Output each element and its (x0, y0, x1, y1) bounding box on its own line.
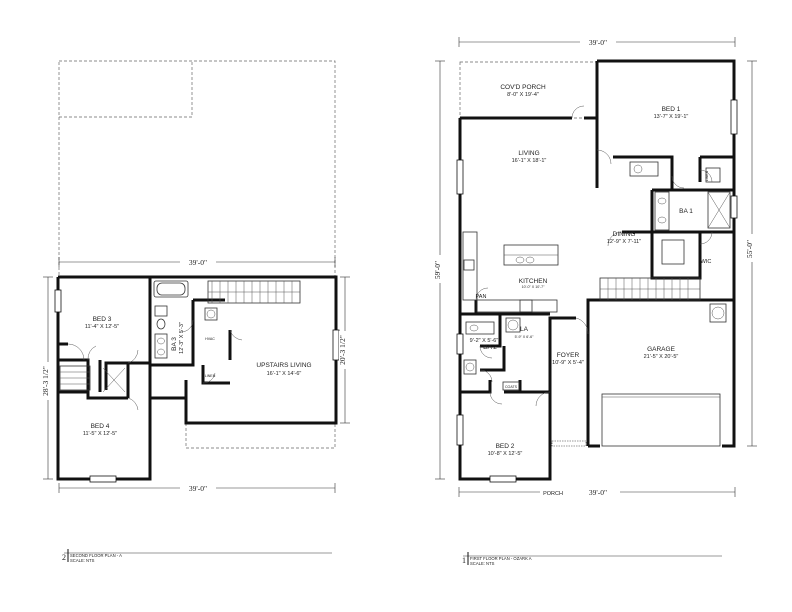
first-bottom-dimension: PORCH 39'-0" (458, 487, 736, 497)
second-linen-label: LINEN (205, 374, 216, 378)
living-label: LIVING (518, 150, 539, 157)
first-top-dimension: 39'-0" (458, 36, 736, 47)
first-top-dimension-label: 39'-0" (589, 38, 607, 47)
second-top-dimension-label: 39'-0" (189, 258, 207, 267)
first-floor-bath-fixtures (463, 161, 731, 375)
first-bottom-dimension-label: 39'-0" (589, 488, 607, 497)
first-floor-walls (458, 59, 736, 481)
laundry-label: LA (520, 326, 529, 333)
second-caption-scale: SCALE: NTS (70, 558, 95, 563)
second-floor-doors (67, 319, 243, 411)
kitchen-fixtures (462, 231, 559, 313)
bed2-label: BED 2 (496, 443, 515, 450)
second-bottom-dimension: 39'-0" (58, 483, 336, 493)
second-bottom-dimension-label: 39'-0" (189, 484, 207, 493)
second-left-dimension-label: 28'-3 1/2" (41, 366, 50, 396)
dining-label: DINING (613, 231, 636, 238)
first-floor-caption: 1 FIRST FLOOR PLAN - OZARK A SCALE: NTS (462, 552, 722, 566)
bed2-size: 10'-8" X 12'-5" (488, 451, 523, 457)
bed4-size: 11'-5" X 12'-5" (83, 431, 117, 437)
ba3-label: BA 3 (171, 337, 178, 351)
bed1-label: BED 1 (662, 106, 681, 113)
second-left-dimension: 28'-3 1/2" (41, 276, 54, 480)
first-left-dimension: 59'-0" (433, 60, 446, 480)
garage-size: 21'-5" X 20'-5" (644, 354, 679, 360)
second-floor-caption: 2 SECOND FLOOR PLAN - A SCALE: NTS (62, 549, 332, 563)
second-floor-bath-fixtures (153, 280, 218, 359)
pantry-label: PAN (476, 294, 487, 300)
foyer-label: FOYER (557, 352, 580, 359)
ba2-size: 9'-2" X 5'-6" (470, 338, 499, 344)
second-floor-plan: 39'-0" (41, 60, 351, 563)
hvac-label: HVAC (205, 337, 215, 341)
second-floor-walls (56, 275, 338, 481)
living-size: 16'-1" X 18'-1" (512, 158, 547, 164)
covd-porch-label: COV'D PORCH (500, 84, 546, 91)
front-porch (551, 440, 587, 447)
first-left-dimension-label: 59'-0" (433, 261, 442, 279)
first-floor-windows (456, 99, 738, 483)
first-floor-doors (475, 105, 713, 407)
second-right-dimension: 20'-3 1/2" (338, 276, 351, 424)
second-floor-stairs (59, 280, 301, 393)
first-caption-scale: SCALE: NTS (470, 561, 495, 566)
second-caption-number: 2 (62, 553, 66, 562)
first-right-dimension-label: 55'-0" (745, 240, 754, 258)
first-linen-label: LINEN (705, 170, 709, 181)
foyer-size: 10'-9" X 5'-4" (552, 360, 584, 366)
kitchen-note: 10'-0" X 10'-7" (522, 285, 545, 289)
garage-door (601, 393, 721, 447)
first-right-dimension: 55'-0" (745, 60, 758, 447)
first-caption-title: FIRST FLOOR PLAN - OZARK A (470, 556, 532, 561)
ba1-label: BA 1 (679, 208, 693, 215)
kitchen-label: KITCHEN (519, 278, 548, 285)
ba2-label: BA 2 (483, 344, 497, 351)
first-caption-number: 1 (462, 556, 466, 565)
first-floor-plan: 39'-0" 59'-0" 55'-0" (433, 36, 758, 566)
dining-size: 12'-9" X 7'-11" (607, 239, 641, 245)
ba3-size: 12'-3" X 5'-3" (179, 322, 185, 354)
laundry-size: 5'-9" X 6'-6" (515, 335, 534, 339)
bed3-label: BED 3 (93, 316, 112, 323)
wic-label: WIC (701, 259, 712, 265)
second-right-dimension-label: 20'-3 1/2" (338, 335, 347, 365)
bed3-size: 11'-4" X 12'-5" (85, 324, 119, 330)
upstairs-living-label: UPSTAIRS LIVING (256, 362, 311, 369)
porch-label: PORCH (543, 491, 563, 497)
first-floor-stairs (599, 277, 701, 301)
second-caption-title: SECOND FLOOR PLAN - A (70, 553, 122, 558)
coats-label: COATS (505, 385, 518, 389)
garage-label: GARAGE (647, 346, 675, 353)
bed1-size: 13'-7" X 19'-1" (654, 114, 689, 120)
covd-porch-size: 8'-0" X 19'-4" (507, 92, 539, 98)
second-top-dimension: 39'-0" (58, 256, 336, 267)
bed4-label: BED 4 (91, 423, 110, 430)
upstairs-living-size: 16'-1" X 14'-6" (267, 371, 302, 377)
